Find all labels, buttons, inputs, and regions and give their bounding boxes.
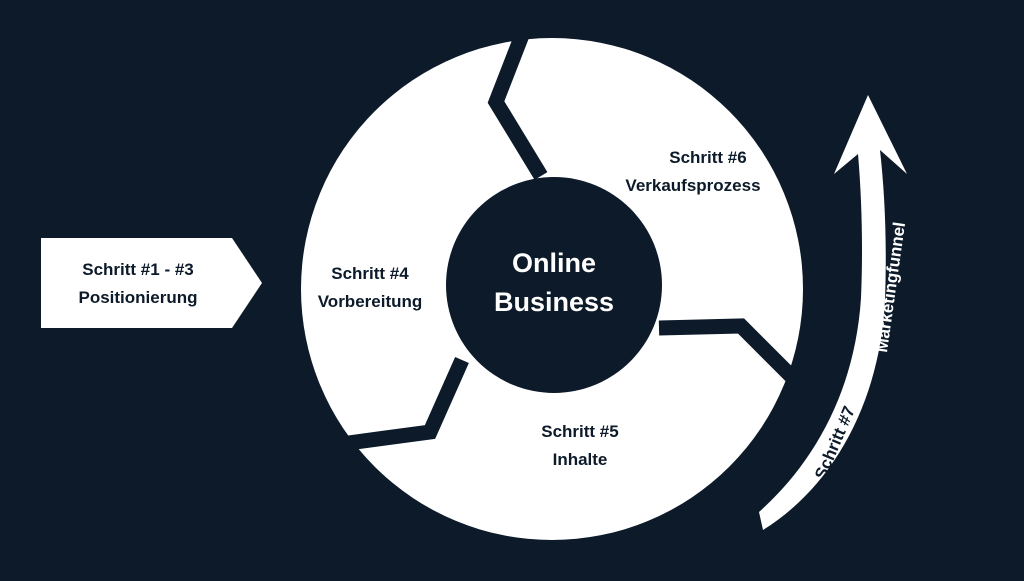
segment-4-subtitle: Vorbereitung <box>318 292 423 311</box>
segment-6-title: Schritt #6 <box>669 148 746 167</box>
start-step-arrow-shape <box>41 238 262 328</box>
divider-5-4 <box>339 356 469 452</box>
segment-5-subtitle: Inhalte <box>553 450 608 469</box>
start-step-title: Schritt #1 - #3 <box>82 260 194 279</box>
start-step-subtitle: Positionierung <box>79 288 198 307</box>
center-title-line2: Business <box>494 287 614 317</box>
divider-6-5 <box>658 318 812 397</box>
segment-6-subtitle: Verkaufsprozess <box>625 176 760 195</box>
cycle-ring <box>301 27 812 540</box>
center-circle <box>446 177 662 393</box>
segment-4-title: Schritt #4 <box>331 264 409 283</box>
center-title-line1: Online <box>512 248 596 278</box>
funnel-arrow-body <box>759 95 907 530</box>
segment-5-title: Schritt #5 <box>541 422 618 441</box>
divider-4-6 <box>487 27 548 180</box>
start-step-box: Schritt #1 - #3 Positionierung <box>41 238 262 328</box>
